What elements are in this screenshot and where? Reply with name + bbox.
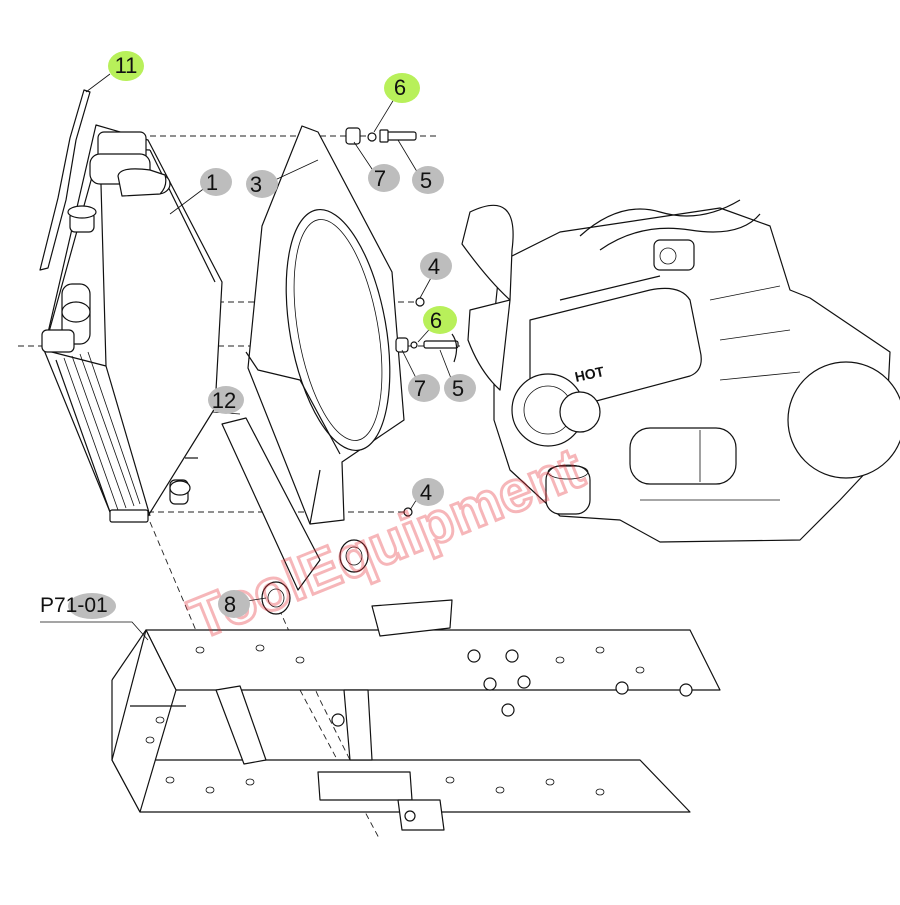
isolator-plate-icon	[221, 417, 321, 591]
callout-4-top: 4	[428, 254, 440, 279]
callout-bubble-7-top	[368, 164, 400, 192]
callouts: 11 6 1 3 7 5 4 6 7 5 12 4 8 P71-01	[40, 51, 476, 619]
callout-bubble-11	[108, 51, 144, 81]
callout-bubble-7-mid	[408, 374, 440, 402]
callout-bubble-12	[208, 386, 244, 414]
callout-7-mid: 7	[414, 376, 426, 401]
callout-bubble-1	[200, 168, 232, 196]
engine-icon: HOT	[461, 199, 900, 543]
callout-12: 12	[212, 388, 236, 413]
callout-bubble-8	[218, 590, 250, 618]
mount-icon	[261, 539, 369, 615]
callout-1: 1	[206, 170, 218, 195]
fan-shroud-icon	[245, 125, 405, 525]
ref-code-bubble	[68, 593, 116, 619]
hose-icon	[39, 89, 91, 271]
callout-bubble-3	[246, 170, 278, 198]
callout-8: 8	[224, 592, 236, 617]
callout-bubble-6-mid	[423, 306, 457, 334]
frame-icon	[111, 599, 721, 831]
callout-bubble-6-top	[384, 73, 420, 103]
callout-3: 3	[250, 172, 262, 197]
radiator-icon	[41, 124, 223, 523]
hardware-top	[345, 127, 417, 145]
callout-5-mid: 5	[452, 376, 464, 401]
callout-bubble-5-mid	[444, 374, 476, 402]
ref-code: P71-01	[40, 594, 108, 617]
callout-5-top: 5	[420, 168, 432, 193]
engine-label: HOT	[573, 363, 606, 385]
bolt-group	[331, 649, 693, 822]
callout-bubble-4-bottom	[412, 478, 444, 506]
hardware-mid	[395, 297, 459, 517]
callout-11: 11	[115, 53, 138, 78]
callout-7-top: 7	[374, 166, 386, 191]
callout-bubble-5-top	[412, 166, 444, 194]
callout-4-bottom: 4	[420, 480, 432, 505]
callout-bubble-4-top	[420, 252, 452, 280]
callout-6-top: 6	[394, 75, 406, 100]
callout-6-mid: 6	[430, 308, 442, 333]
